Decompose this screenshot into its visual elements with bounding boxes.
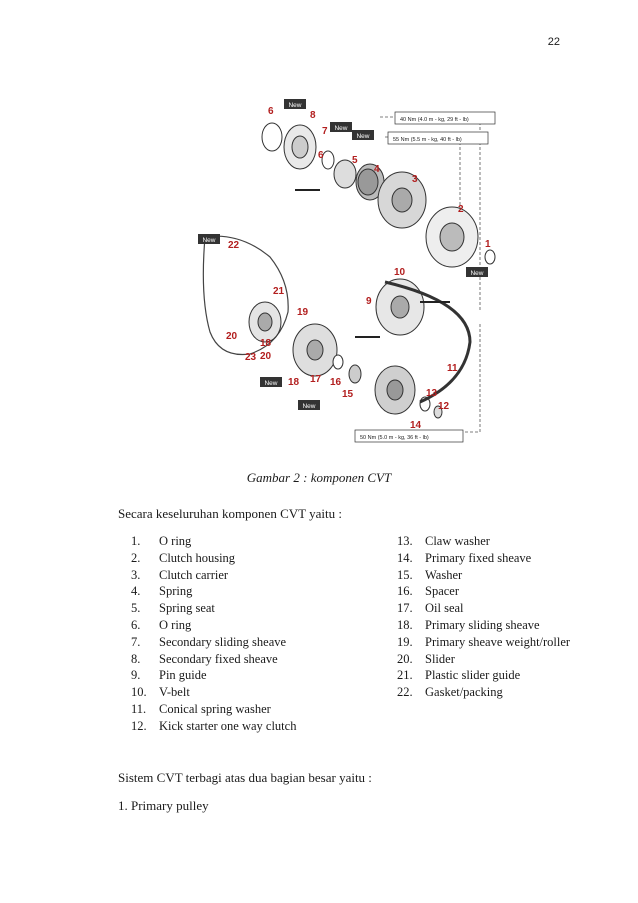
clutch-assembly <box>261 122 496 268</box>
svg-text:15: 15 <box>342 389 354 400</box>
list-item: 12.Kick starter one way clutch <box>131 718 297 733</box>
list-item: 17.Oil seal <box>397 601 464 616</box>
list-item: 21.Plastic slider guide <box>397 668 521 683</box>
list-item: 22.Gasket/packing <box>397 685 503 700</box>
svg-text:New: New <box>470 270 483 277</box>
svg-text:6: 6 <box>318 150 324 161</box>
list-item: 14.Primary fixed sheave <box>397 550 532 565</box>
svg-text:1: 1 <box>485 239 491 250</box>
svg-text:New: New <box>356 133 369 140</box>
svg-text:21: 21 <box>273 286 285 297</box>
svg-text:6: 6 <box>268 106 274 117</box>
svg-text:40 Nm (4.0 m - kg, 29 ft - lb): 40 Nm (4.0 m - kg, 29 ft - lb) <box>400 117 469 123</box>
svg-text:New: New <box>302 403 315 410</box>
new-tags <box>198 99 488 410</box>
svg-text:18: 18 <box>288 377 300 388</box>
svg-text:2: 2 <box>458 204 464 215</box>
component-list-left: 1.O ring 2.Clutch housing 3.Clutch carri… <box>131 533 371 735</box>
list-item: 19.Primary sheave weight/roller <box>397 634 571 649</box>
svg-text:55 Nm (5.5 m - kg, 40 ft - lb): 55 Nm (5.5 m - kg, 40 ft - lb) <box>393 137 462 143</box>
part-number-labels: 1 2 3 4 5 6 7 8 6 10 9 11 12 13 14 15 16… <box>226 106 491 431</box>
list-item: 15.Washer <box>397 567 463 582</box>
list-item: 1.O ring <box>131 534 192 548</box>
gasket-cover <box>202 235 289 356</box>
section-paragraph: Sistem CVT terbagi atas dua bagian besar… <box>118 770 372 785</box>
svg-text:14: 14 <box>410 420 422 431</box>
list-item: 6.O ring <box>131 617 192 632</box>
svg-text:20: 20 <box>226 331 238 342</box>
intro-paragraph: Secara keseluruhan komponen CVT yaitu : <box>118 506 342 521</box>
list-item: 11.Conical spring washer <box>131 701 271 716</box>
svg-text:22: 22 <box>228 240 240 251</box>
svg-text:11: 11 <box>447 363 458 374</box>
list-item: 5.Spring seat <box>131 601 215 616</box>
svg-text:10: 10 <box>394 267 406 278</box>
list-item: 9.Pin guide <box>131 668 207 683</box>
svg-text:3: 3 <box>412 174 418 185</box>
svg-text:23: 23 <box>245 352 257 363</box>
list-item: 3.Clutch carrier <box>131 567 229 582</box>
list-item: 20.Slider <box>397 651 455 666</box>
svg-text:9: 9 <box>366 296 372 307</box>
secondary-sheave-and-belt <box>375 278 472 404</box>
svg-text:16: 16 <box>330 377 342 388</box>
svg-text:50 Nm (5.0 m - kg, 36 ft - lb): 50 Nm (5.0 m - kg, 36 ft - lb) <box>360 435 429 441</box>
svg-text:12: 12 <box>438 401 450 412</box>
list-item: 2.Clutch housing <box>131 550 236 565</box>
svg-text:New: New <box>264 380 277 387</box>
svg-text:17: 17 <box>310 374 322 385</box>
figure-caption: Gambar 2 : komponen CVT <box>246 470 392 485</box>
list-item: 13.Claw washer <box>397 534 490 548</box>
list-item: 7.Secondary sliding sheave <box>131 634 287 649</box>
list-item: 10.V-belt <box>131 685 190 700</box>
svg-text:New: New <box>202 237 215 244</box>
svg-text:New: New <box>288 102 301 109</box>
svg-text:18: 18 <box>260 338 272 349</box>
svg-text:4: 4 <box>374 164 380 175</box>
list-item: 16.Spacer <box>397 584 460 599</box>
svg-text:13: 13 <box>426 388 438 399</box>
subsection-heading: 1. Primary pulley <box>118 798 209 813</box>
list-item: 18.Primary sliding sheave <box>397 617 540 632</box>
svg-text:5: 5 <box>352 155 358 166</box>
svg-text:New: New <box>334 125 347 132</box>
cvt-exploded-diagram: New New New New New New New 40 Nm (4.0 m… <box>180 82 500 457</box>
svg-text:7: 7 <box>322 126 328 137</box>
primary-pulley-assembly <box>248 301 443 419</box>
list-item: 8.Secondary fixed sheave <box>131 651 278 666</box>
svg-text:19: 19 <box>297 307 309 318</box>
svg-text:20: 20 <box>260 351 272 362</box>
svg-text:8: 8 <box>310 110 316 121</box>
component-list-right: 13.Claw washer 14.Primary fixed sheave 1… <box>397 533 597 701</box>
page-number: 22 <box>547 36 560 48</box>
list-item: 4.Spring <box>131 584 193 599</box>
